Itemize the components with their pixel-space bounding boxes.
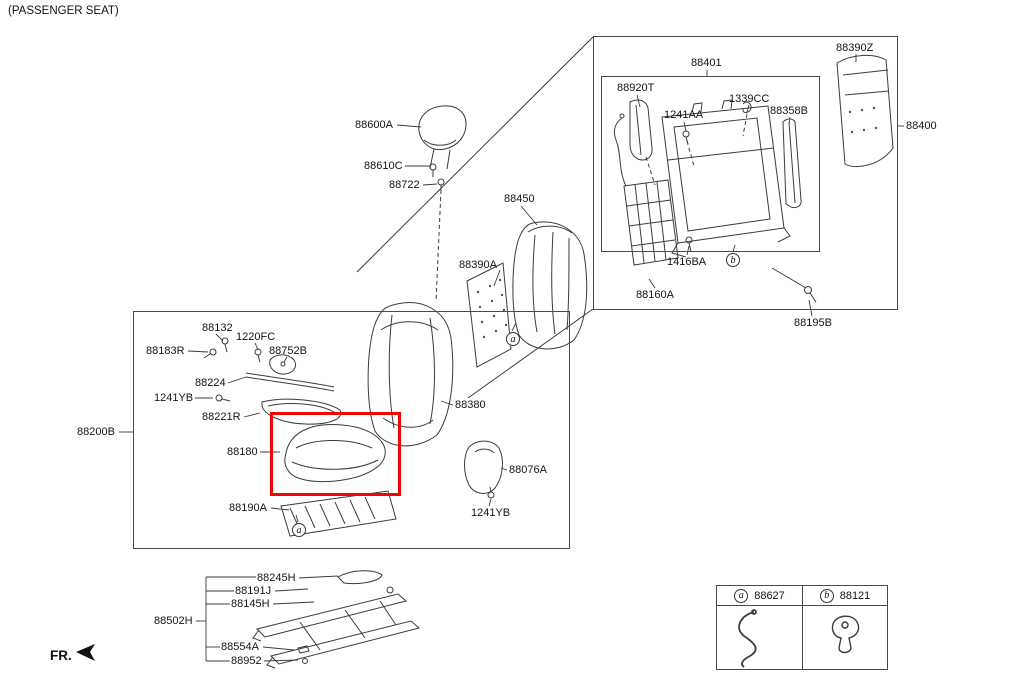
legend-header-a: a 88627 [717, 586, 803, 606]
assembly-dashed-lines [435, 113, 748, 303]
webbing-strap-drawing [782, 118, 802, 209]
back-panel-drawing [836, 55, 894, 168]
marker-a-cushion: a [292, 523, 306, 537]
part-label-1241AA: 1241AA [664, 109, 704, 121]
part-label-1241YB-left: 1241YB [154, 392, 194, 404]
part-label-88358B: 88358B [770, 105, 808, 117]
part-label-88390Z: 88390Z [836, 42, 874, 54]
legend-header-b: b 88121 [803, 586, 887, 606]
legend-table: a 88627 b 88121 [716, 585, 888, 670]
part-label-88145H: 88145H [231, 598, 270, 610]
part-label-88221R: 88221R [202, 411, 241, 423]
part-label-88195B: 88195B [794, 317, 832, 329]
part-label-88224: 88224 [195, 377, 226, 389]
part-label-88200B: 88200B [77, 426, 115, 438]
seatback-wiring-drawing [613, 113, 679, 266]
part-label-88450: 88450 [504, 193, 535, 205]
part-label-88183R: 88183R [146, 345, 185, 357]
part-label-88600A: 88600A [355, 119, 393, 131]
part-label-88401: 88401 [691, 57, 722, 69]
bolt-88195b-drawing [804, 286, 817, 303]
part-label-88952: 88952 [231, 655, 262, 667]
seatback-pad-drawing [466, 262, 512, 368]
clip-1339cc-drawing [742, 101, 752, 114]
highlighted-part-box[interactable] [270, 412, 401, 496]
part-label-1241YB-right: 1241YB [471, 507, 511, 519]
page-title: (PASSENGER SEAT) [8, 5, 119, 17]
legend-body-a [717, 606, 803, 669]
fr-arrow-icon [76, 644, 95, 661]
legend-part-b: 88121 [839, 589, 871, 602]
part-label-1220FC: 1220FC [236, 331, 276, 343]
part-label-88752B: 88752B [269, 345, 307, 357]
part-label-88180: 88180 [227, 446, 258, 458]
part-label-88245H: 88245H [257, 572, 296, 584]
seatback-cover-drawing [512, 221, 588, 350]
part-label-88191J: 88191J [235, 585, 272, 597]
legend-wire-drawing [738, 609, 757, 668]
frame-subgroup-box [601, 76, 820, 252]
marker-b-legend: b [819, 588, 834, 603]
legend-part-a: 88627 [754, 589, 785, 602]
subparts-bracket-lines [205, 576, 256, 662]
side-shield-drawing [464, 440, 503, 499]
part-label-88390A: 88390A [459, 259, 497, 271]
part-label-88920T: 88920T [617, 82, 655, 94]
fr-label: FR. [50, 648, 72, 663]
part-label-88380: 88380 [455, 399, 486, 411]
marker-a-legend: a [734, 588, 749, 603]
marker-a-seatback: a [506, 332, 520, 346]
cushion-group-box [133, 311, 570, 549]
part-label-88076A: 88076A [509, 464, 547, 476]
part-label-88190A: 88190A [229, 502, 267, 514]
part-label-88554A: 88554A [221, 641, 259, 653]
part-label-88132: 88132 [202, 322, 233, 334]
marker-b-frame: b [726, 253, 740, 267]
part-label-88400: 88400 [906, 120, 937, 132]
part-label-88160A: 88160A [636, 289, 674, 301]
exploded-view-connector-lines [356, 36, 807, 399]
seat-cushion-drawing [284, 423, 386, 483]
seatback-frame-drawing [661, 99, 791, 258]
part-label-1416BA: 1416BA [667, 256, 707, 268]
side-airbag-drawing [629, 99, 653, 161]
recliner-parts-drawing [203, 337, 342, 425]
seat-track-drawing [252, 570, 421, 669]
seatback-cushion-drawing [367, 302, 454, 447]
part-label-88502H: 88502H [154, 615, 193, 627]
backframe-group-box [593, 36, 898, 310]
legend-body-b [803, 606, 887, 669]
frame-screws-drawing [682, 130, 693, 253]
part-label-88610C: 88610C [364, 160, 403, 172]
legend-clip-drawing [831, 615, 860, 654]
part-label-88722: 88722 [389, 179, 420, 191]
part-label-1339CC: 1339CC [729, 93, 770, 105]
headrest-drawing [418, 105, 467, 191]
